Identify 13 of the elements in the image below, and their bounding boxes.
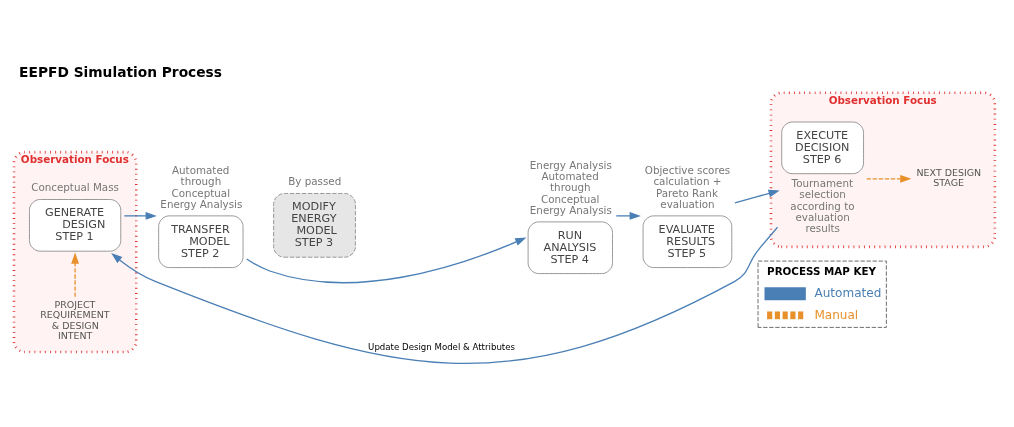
node-text: PROJECT REQUIREMENT & DESIGN INTENT — [40, 298, 110, 341]
node-label: By passed — [288, 175, 342, 188]
node-label: Objective scores calculation + Pareto Rank evaluation — [644, 164, 731, 210]
node-label: Conceptual Mass — [31, 181, 119, 194]
node-text: NEXT DESIGN STAGE — [916, 167, 982, 189]
node-label: Automated through Conceptual Energy Analysis — [160, 164, 243, 210]
node-label: Energy Analysis Automated through Conceptual Energy Analysis — [529, 159, 612, 216]
legend-label: Manual — [814, 307, 859, 322]
legend-label: Automated — [814, 286, 882, 300]
label: PROCESS MAP KEY — [767, 264, 876, 277]
edge-label: Update Design Model & Attributes — [368, 342, 516, 353]
node-label: Tournament selection according to evaluation results — [790, 177, 855, 234]
diagram-title: EEPFD Simulation Process — [19, 64, 223, 81]
